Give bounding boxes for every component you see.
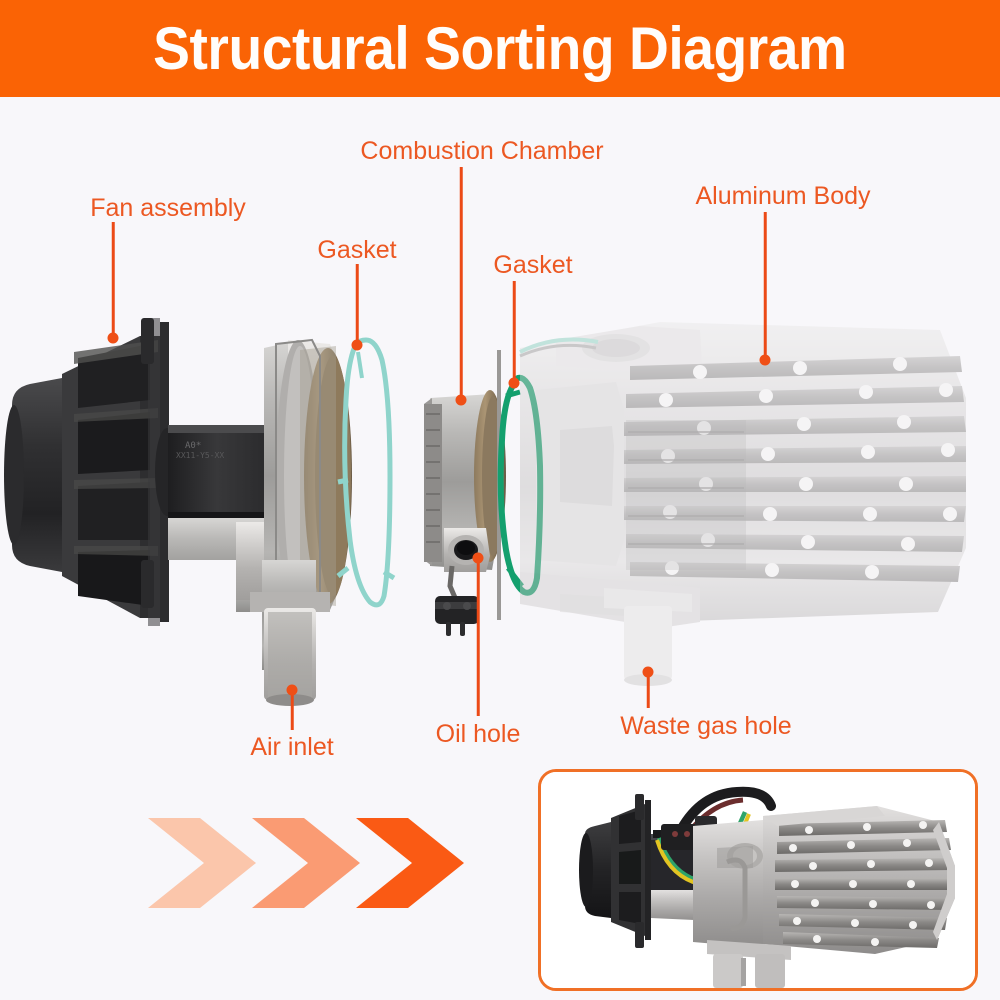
label-air-inlet: Air inlet [250,733,334,761]
svg-text:XX11-Y5-XX: XX11-Y5-XX [176,451,224,460]
chevron-arrow-group [148,818,498,908]
part-gasket-2 [497,374,544,596]
label-gasket-1: Gasket [317,236,397,264]
leader-line-gasket-1 [355,264,359,343]
svg-text:A0*: A0* [185,441,201,451]
leader-dot-fan-assembly [107,332,119,344]
label-aluminum-body: Aluminum Body [695,182,871,210]
page-header-banner: Structural Sorting Diagram [0,0,1000,97]
leader-dot-gasket-1 [351,339,363,351]
part-aluminum-body [519,322,966,686]
label-oil-hole: Oil hole [435,720,521,748]
leader-dot-combustion-chamber [455,394,467,406]
chevron-arrow-2 [252,818,360,908]
label-fan-assembly: Fan assembly [90,194,246,222]
leader-line-fan-assembly [111,222,115,336]
leader-line-oil-hole [476,560,480,716]
part-combustion-chamber [424,350,506,636]
label-gasket-2: Gasket [493,251,573,279]
leader-line-aluminum-body [763,212,767,358]
leader-dot-aluminum-body [759,354,771,366]
leader-line-waste-gas-hole [646,674,650,708]
leader-line-air-inlet [290,692,294,730]
leader-dot-gasket-2 [508,377,520,389]
chevron-arrow-1 [148,818,256,908]
part-fan-assembly [4,318,179,626]
leader-dot-waste-gas-hole [642,666,654,678]
chevron-arrow-3 [356,818,464,908]
leader-dot-oil-hole [472,552,484,564]
label-combustion-chamber: Combustion Chamber [360,137,604,165]
leader-line-combustion-chamber [459,167,463,398]
assembled-product-inset-card [538,769,978,991]
leader-dot-air-inlet [286,684,298,696]
part-gasket-1 [336,337,396,608]
leader-line-gasket-2 [512,281,516,381]
part-motor-body: A0* XX11-Y5-XX [168,338,352,706]
label-waste-gas-hole: Waste gas hole [620,712,792,740]
assembled-heater-photo [541,772,975,988]
page-title: Structural Sorting Diagram [153,14,847,82]
